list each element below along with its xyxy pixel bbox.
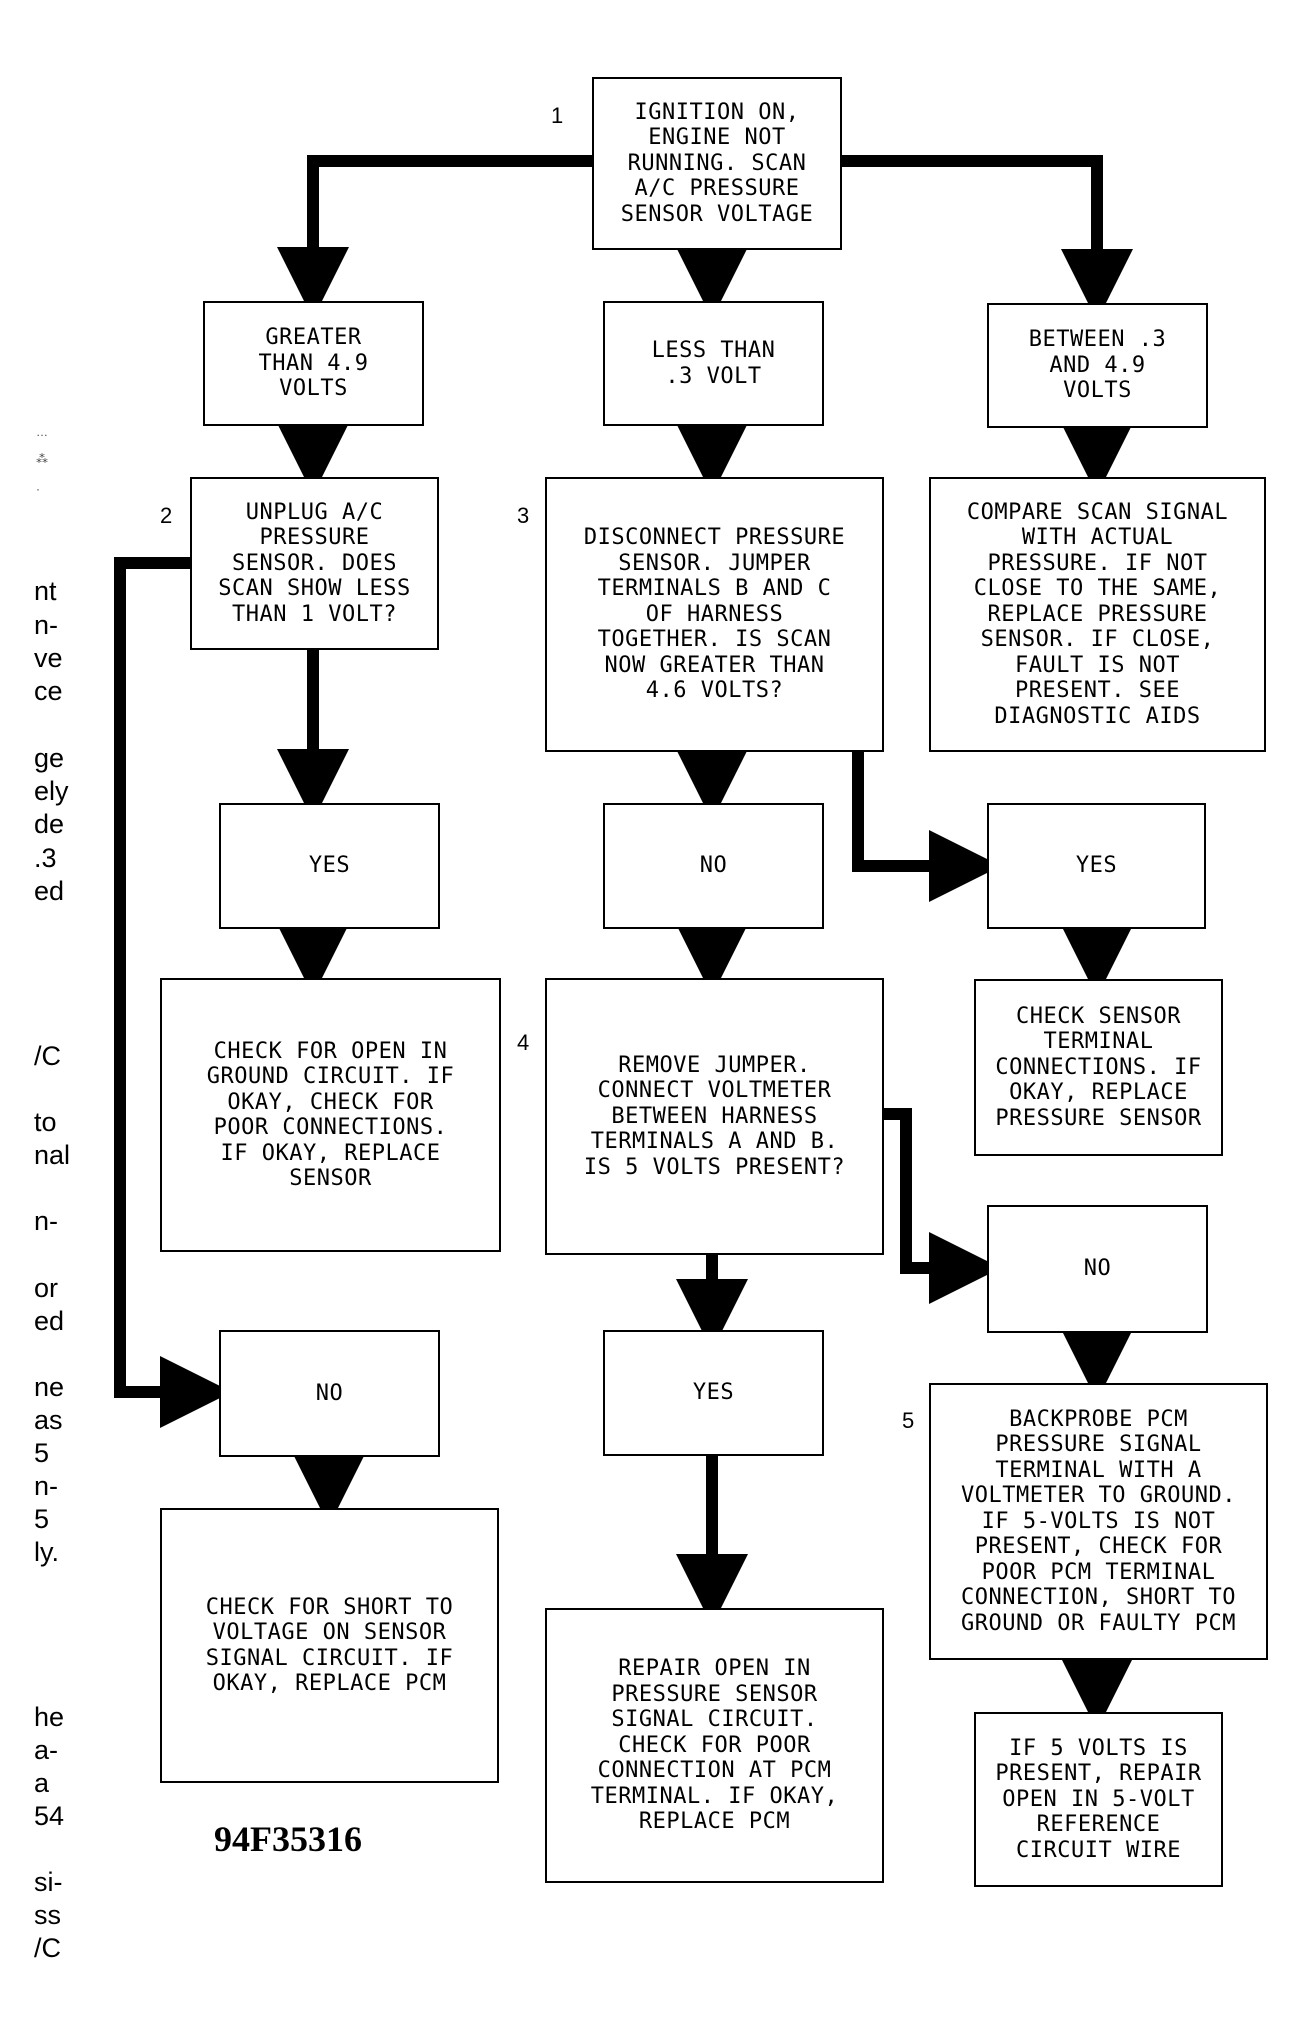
margin-text: ve	[34, 643, 63, 673]
connector-start-greater	[277, 155, 592, 319]
connector-remove-no	[884, 1108, 1001, 1304]
no-right-text: NO	[1083, 1256, 1112, 1282]
step-number-1: 1	[551, 103, 564, 128]
repair-open-signal-box: REPAIR OPEN IN PRESSURE SENSOR SIGNAL CI…	[545, 1608, 884, 1883]
yes-box-middle: YES	[603, 1330, 824, 1456]
between-text: BETWEEN .3 AND 4.9 VOLTS	[1028, 327, 1167, 404]
connector-unplug-no	[114, 557, 232, 1428]
yes-box-left: YES	[219, 803, 440, 929]
step-number-3: 3	[517, 503, 530, 528]
between-box: BETWEEN .3 AND 4.9 VOLTS	[987, 303, 1208, 428]
less-than-text: LESS THAN .3 VOLT	[651, 338, 776, 389]
repair-open-reference-box: IF 5 VOLTS IS PRESENT, REPAIR OPEN IN 5-…	[974, 1712, 1223, 1887]
greater-than-box: GREATER THAN 4.9 VOLTS	[203, 301, 424, 426]
step-number-2: 2	[160, 503, 173, 528]
less-than-box: LESS THAN .3 VOLT	[603, 301, 824, 426]
margin-text: n-	[34, 610, 59, 640]
margin-text: si-	[34, 1867, 63, 1897]
margin-mark: ⁂	[36, 452, 48, 466]
margin-text: /C	[34, 1041, 61, 1071]
unplug-sensor-text: UNPLUG A/C PRESSURE SENSOR. DOES SCAN SH…	[218, 499, 411, 627]
no-middle-text: NO	[699, 853, 728, 879]
margin-text: ely	[34, 776, 69, 806]
step-number-4: 4	[517, 1030, 530, 1055]
margin-text: ly.	[34, 1537, 59, 1567]
margin-text: ed	[34, 876, 65, 906]
margin-mark: ·	[36, 482, 40, 496]
margin-text: as	[34, 1405, 63, 1435]
yes-box-right: YES	[987, 803, 1206, 929]
margin-text: ge	[34, 743, 65, 773]
margin-mark: …	[36, 425, 48, 439]
remove-jumper-box: REMOVE JUMPER. CONNECT VOLTMETER BETWEEN…	[545, 978, 884, 1255]
margin-text: to	[34, 1107, 57, 1137]
backprobe-text: BACKPROBE PCM PRESSURE SIGNAL TERMINAL W…	[961, 1406, 1236, 1636]
connector-start-between	[842, 155, 1133, 321]
start-box: IGNITION ON, ENGINE NOT RUNNING. SCAN A/…	[592, 77, 842, 250]
margin-text: ne	[34, 1372, 65, 1402]
disconnect-sensor-text: DISCONNECT PRESSURE SENSOR. JUMPER TERMI…	[583, 525, 846, 704]
margin-text: n-	[34, 1206, 59, 1236]
repair-open-signal-text: REPAIR OPEN IN PRESSURE SENSOR SIGNAL CI…	[590, 1656, 839, 1835]
check-short-text: CHECK FOR SHORT TO VOLTAGE ON SENSOR SIG…	[205, 1594, 454, 1697]
start-box-text: IGNITION ON, ENGINE NOT RUNNING. SCAN A/…	[620, 99, 814, 227]
no-box-right: NO	[987, 1205, 1208, 1333]
margin-text: a-	[34, 1735, 59, 1765]
yes-middle-text: YES	[692, 1380, 735, 1406]
margin-text: or	[34, 1273, 59, 1303]
check-sensor-box: CHECK SENSOR TERMINAL CONNECTIONS. IF OK…	[974, 979, 1223, 1156]
remove-jumper-text: REMOVE JUMPER. CONNECT VOLTMETER BETWEEN…	[583, 1052, 846, 1180]
yes-left-text: YES	[308, 853, 351, 879]
check-short-box: CHECK FOR SHORT TO VOLTAGE ON SENSOR SIG…	[160, 1508, 499, 1783]
margin-text: he	[34, 1702, 65, 1732]
compare-signal-text: COMPARE SCAN SIGNAL WITH ACTUAL PRESSURE…	[966, 499, 1229, 729]
margin-text: 5	[34, 1504, 50, 1534]
disconnect-sensor-box: DISCONNECT PRESSURE SENSOR. JUMPER TERMI…	[545, 477, 884, 752]
margin-text: n-	[34, 1471, 59, 1501]
compare-signal-box: COMPARE SCAN SIGNAL WITH ACTUAL PRESSURE…	[929, 477, 1266, 752]
check-sensor-text: CHECK SENSOR TERMINAL CONNECTIONS. IF OK…	[995, 1003, 1202, 1131]
margin-text: 5	[34, 1438, 50, 1468]
margin-text: 54	[34, 1801, 65, 1831]
margin-text: /C	[34, 1933, 61, 1963]
yes-right-text: YES	[1075, 853, 1118, 879]
no-box-middle: NO	[603, 803, 824, 929]
greater-than-text: GREATER THAN 4.9 VOLTS	[258, 325, 369, 402]
connector-disconnect-yes	[852, 752, 1001, 902]
margin-text: nt	[34, 576, 57, 606]
unplug-sensor-box: UNPLUG A/C PRESSURE SENSOR. DOES SCAN SH…	[190, 477, 439, 650]
repair-open-reference-text: IF 5 VOLTS IS PRESENT, REPAIR OPEN IN 5-…	[995, 1735, 1202, 1863]
no-left-text: NO	[315, 1380, 344, 1406]
margin-text: a	[34, 1768, 50, 1798]
step-number-5: 5	[902, 1408, 915, 1433]
margin-text: ce	[34, 676, 63, 706]
margin-text: de	[34, 809, 65, 839]
no-box-left: NO	[219, 1330, 440, 1457]
margin-text: .3	[34, 843, 57, 873]
check-open-text: CHECK FOR OPEN IN GROUND CIRCUIT. IF OKA…	[206, 1038, 455, 1192]
figure-id: 94F35316	[214, 1819, 362, 1859]
check-open-box: CHECK FOR OPEN IN GROUND CIRCUIT. IF OKA…	[160, 978, 501, 1252]
margin-text: ss	[34, 1900, 61, 1930]
backprobe-box: BACKPROBE PCM PRESSURE SIGNAL TERMINAL W…	[929, 1383, 1268, 1660]
margin-text: ed	[34, 1306, 65, 1336]
margin-text: nal	[34, 1140, 71, 1170]
